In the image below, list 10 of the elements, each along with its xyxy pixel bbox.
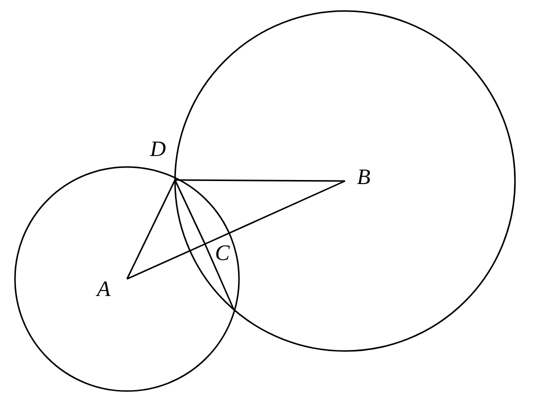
point-label: A bbox=[97, 278, 128, 302]
point-label: D bbox=[150, 138, 176, 181]
line-segment bbox=[126, 243, 206, 280]
point-label: B bbox=[344, 166, 375, 190]
line-segment bbox=[204, 180, 346, 245]
point-label: C bbox=[204, 242, 233, 266]
line-segment bbox=[126, 180, 176, 280]
line-segment bbox=[175, 179, 345, 182]
line-segment bbox=[204, 244, 235, 310]
line-segment bbox=[174, 180, 206, 244]
